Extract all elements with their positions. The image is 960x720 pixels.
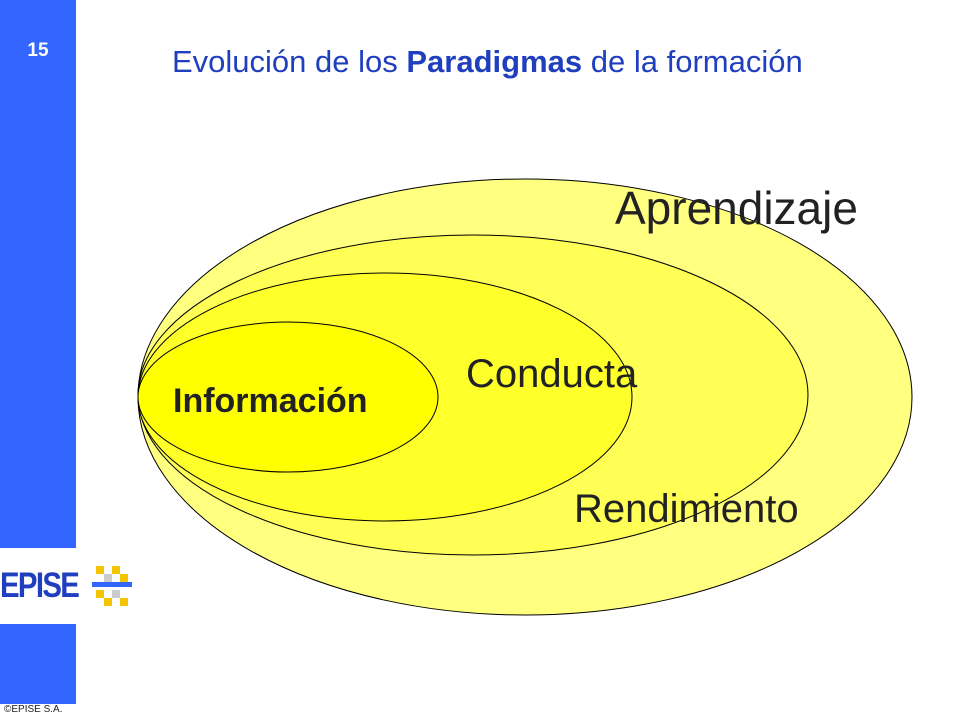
title-suffix: de la formación <box>582 44 803 79</box>
copyright: ©EPISE S.A. <box>4 704 63 715</box>
label-aprendizaje: Aprendizaje <box>615 182 858 234</box>
title-bold: Paradigmas <box>406 44 583 79</box>
logo-wordmark: EPISE <box>0 566 80 605</box>
label-rendimiento: Rendimiento <box>574 487 799 531</box>
epise-logo: EPISE <box>0 560 140 612</box>
label-conducta: Conducta <box>466 352 638 396</box>
title-prefix: Evolución de los <box>172 44 407 79</box>
slide-title: Evolución de los Paradigmas de la formac… <box>172 44 803 80</box>
label-informacion: Información <box>173 382 368 420</box>
slide-number: 15 <box>27 40 49 61</box>
ellipse-informacion <box>137 321 439 473</box>
logo-mosaic-icon <box>92 566 132 606</box>
